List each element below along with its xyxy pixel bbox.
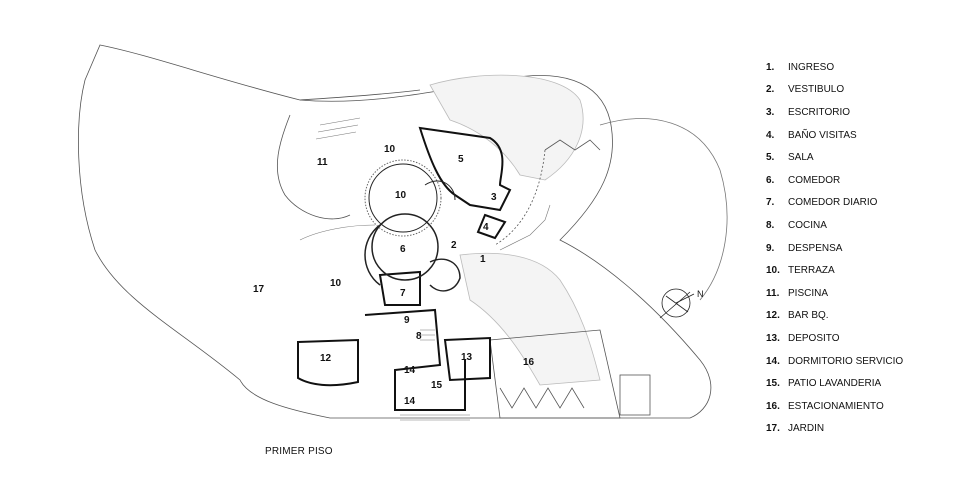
legend-item: 17. JARDIN bbox=[766, 418, 966, 441]
legend-item: 14. DORMITORIO SERVICIO bbox=[766, 350, 966, 373]
legend-number: 2. bbox=[766, 84, 775, 96]
legend-label: BAÑO VISITAS bbox=[788, 129, 857, 141]
room-label: 16 bbox=[523, 357, 535, 368]
legend-item: 5. SALA bbox=[766, 146, 966, 169]
legend-label: JARDIN bbox=[788, 423, 825, 435]
legend-item: 3. ESCRITORIO bbox=[766, 101, 966, 124]
legend-number: 14. bbox=[766, 355, 780, 367]
legend-item: 15. PATIO LAVANDERIA bbox=[766, 372, 966, 395]
legend-number: 17. bbox=[766, 423, 780, 435]
room-label: 5 bbox=[458, 154, 464, 165]
legend-item: 16. ESTACIONAMIENTO bbox=[766, 395, 966, 418]
room-label: 10 bbox=[395, 190, 407, 201]
legend-item: 7. COMEDOR DIARIO bbox=[766, 192, 966, 215]
legend-number: 12. bbox=[766, 310, 780, 322]
legend-label: ESCRITORIO bbox=[788, 106, 851, 118]
legend-number: 7. bbox=[766, 197, 775, 209]
legend-label: COCINA bbox=[788, 219, 827, 231]
room-label: 9 bbox=[404, 315, 410, 326]
legend-number: 16. bbox=[766, 400, 780, 412]
legend-number: 3. bbox=[766, 106, 775, 118]
room-label: 7 bbox=[400, 288, 406, 299]
legend-number: 10. bbox=[766, 265, 780, 277]
room-label: 14 bbox=[404, 365, 416, 376]
room-label: 6 bbox=[400, 244, 406, 255]
legend-number: 11. bbox=[766, 287, 780, 299]
legend-number: 15. bbox=[766, 378, 780, 390]
north-arrow-icon: N bbox=[659, 288, 704, 319]
legend-label: VESTIBULO bbox=[788, 84, 845, 96]
legend-item: 13. DEPOSITO bbox=[766, 327, 966, 350]
legend-number: 1. bbox=[766, 61, 775, 73]
dining-circle bbox=[371, 213, 439, 281]
legend-item: 12. BAR BQ. bbox=[766, 305, 966, 328]
room-label: 11 bbox=[317, 157, 328, 168]
legend-label: BAR BQ. bbox=[788, 310, 829, 322]
legend-label: DORMITORIO SERVICIO bbox=[788, 355, 904, 367]
living-room-wall bbox=[418, 126, 512, 212]
legend-label: COMEDOR DIARIO bbox=[788, 197, 878, 209]
legend-number: 9. bbox=[766, 242, 775, 254]
legend-label: ESTACIONAMIENTO bbox=[788, 400, 884, 412]
legend-label: PATIO LAVANDERIA bbox=[788, 378, 882, 390]
room-label: 10 bbox=[330, 278, 342, 289]
room-label: 17 bbox=[253, 284, 265, 295]
room-label: 12 bbox=[320, 353, 332, 364]
legend-item: 10. TERRAZA bbox=[766, 259, 966, 282]
floor-caption: PRIMER PISO bbox=[265, 446, 333, 457]
room-label: 3 bbox=[491, 192, 497, 203]
legend-number: 6. bbox=[766, 174, 775, 186]
room-label: 15 bbox=[431, 380, 443, 391]
legend-number: 8. bbox=[766, 219, 775, 231]
legend-number: 5. bbox=[766, 152, 775, 164]
site-boundary bbox=[78, 44, 712, 419]
legend-item: 9. DESPENSA bbox=[766, 237, 966, 260]
legend-label: SALA bbox=[788, 152, 814, 164]
legend-label: COMEDOR bbox=[788, 174, 841, 186]
svg-text:N: N bbox=[697, 289, 704, 299]
legend-label: TERRAZA bbox=[788, 265, 835, 277]
legend-item: 4. BAÑO VISITAS bbox=[766, 124, 966, 147]
legend-label: PISCINA bbox=[788, 287, 829, 299]
room-label: 8 bbox=[416, 331, 422, 342]
legend-label: INGRESO bbox=[788, 61, 835, 73]
legend-item: 8. COCINA bbox=[766, 214, 966, 237]
legend-label: DESPENSA bbox=[788, 242, 843, 254]
room-label: 2 bbox=[451, 240, 457, 251]
room-legend: 1. INGRESO 2. VESTIBULO 3. ESCRITORIO 4. BAÑ… bbox=[766, 56, 966, 440]
room-label: 13 bbox=[461, 352, 473, 363]
legend-number: 13. bbox=[766, 332, 780, 344]
room-label: 1 bbox=[480, 254, 486, 265]
room-label: 10 bbox=[384, 144, 396, 155]
legend-item: 6. COMEDOR bbox=[766, 169, 966, 192]
room-label: 14 bbox=[404, 396, 416, 407]
legend-label: DEPOSITO bbox=[788, 332, 840, 344]
terrace-circle bbox=[368, 163, 438, 233]
room-label: 4 bbox=[483, 222, 489, 233]
legend-item: 2. VESTIBULO bbox=[766, 79, 966, 102]
legend-item: 11. PISCINA bbox=[766, 282, 966, 305]
legend-number: 4. bbox=[766, 129, 775, 141]
legend-item: 1. INGRESO bbox=[766, 56, 966, 79]
